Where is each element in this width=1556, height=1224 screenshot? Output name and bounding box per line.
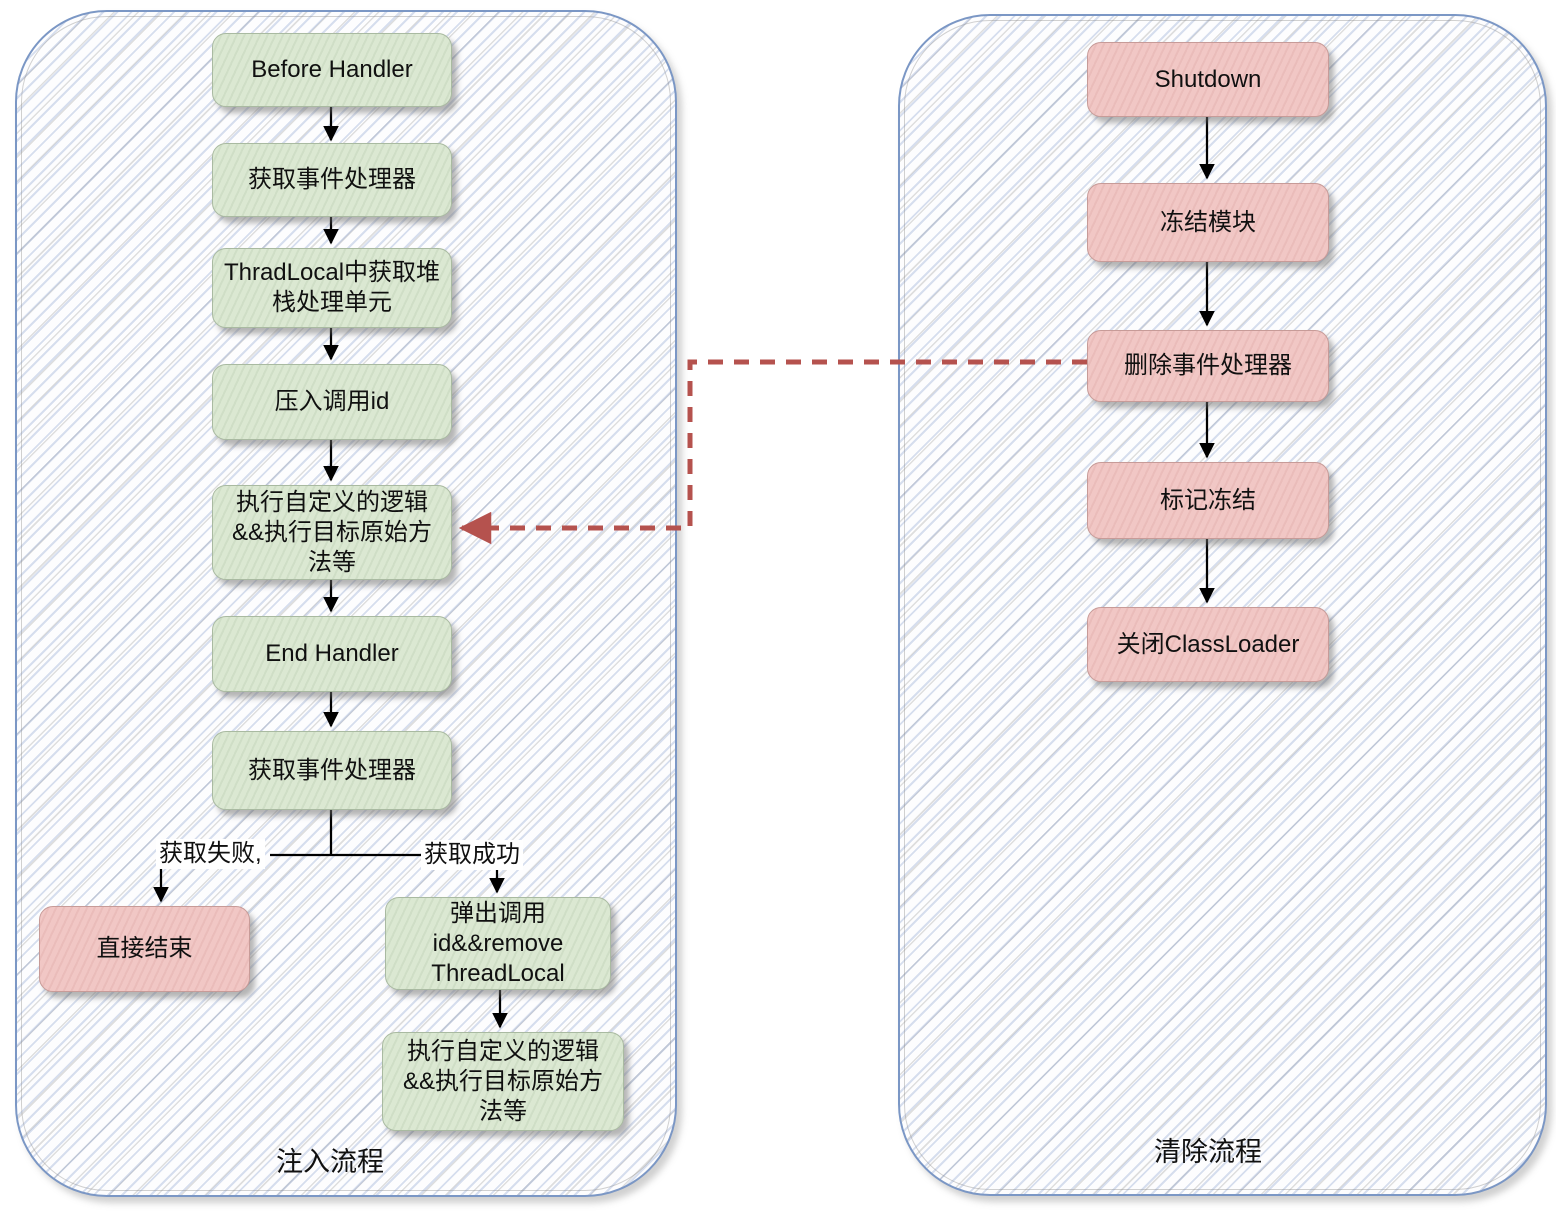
cleanup-flow-title: 清除流程 — [1154, 1137, 1262, 1167]
node-end-handler[interactable]: End Handler — [212, 616, 452, 692]
node-mark-freeze[interactable]: 标记冻结 — [1087, 462, 1329, 539]
edge-label-fail: 获取失败, — [156, 839, 265, 870]
node-exec-custom-logic-2[interactable]: 执行自定义的逻辑 &&执行目标原始方 法等 — [382, 1032, 624, 1131]
dashed-arrow-delete-to-exec — [458, 359, 1087, 545]
node-threadlocal-get-stack-unit[interactable]: ThradLocal中获取堆 栈处理单元 — [212, 248, 452, 328]
node-push-call-id[interactable]: 压入调用id — [212, 364, 452, 440]
node-direct-end[interactable]: 直接结束 — [39, 906, 250, 992]
node-shutdown[interactable]: Shutdown — [1087, 42, 1329, 117]
node-close-classloader[interactable]: 关闭ClassLoader — [1087, 607, 1329, 682]
edge-label-success: 获取成功 — [421, 840, 523, 871]
node-exec-custom-logic[interactable]: 执行自定义的逻辑 &&执行目标原始方 法等 — [212, 485, 452, 580]
node-get-event-handler[interactable]: 获取事件处理器 — [212, 143, 452, 217]
node-freeze-module[interactable]: 冻结模块 — [1087, 183, 1329, 262]
node-delete-event-handler[interactable]: 删除事件处理器 — [1087, 330, 1329, 402]
node-pop-call-id-remove-threadlocal[interactable]: 弹出调用 id&&remove ThreadLocal — [385, 897, 611, 990]
injection-flow-title: 注入流程 — [276, 1147, 384, 1177]
node-before-handler[interactable]: Before Handler — [212, 33, 452, 107]
node-get-event-handler-2[interactable]: 获取事件处理器 — [212, 731, 452, 810]
